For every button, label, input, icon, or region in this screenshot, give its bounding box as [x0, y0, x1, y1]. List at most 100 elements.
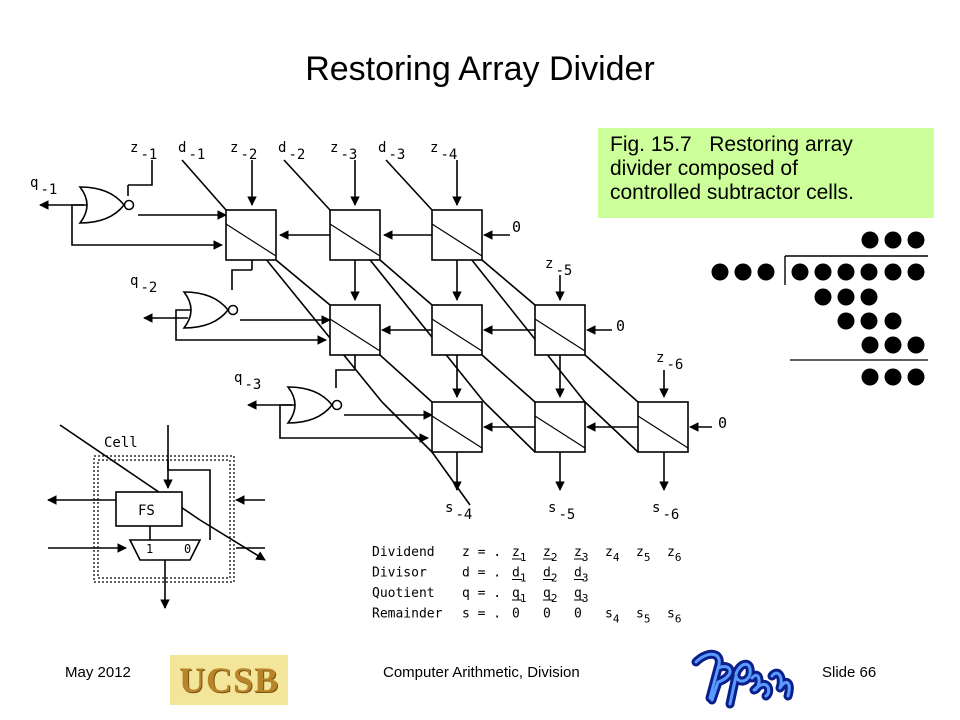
zero-input-2: 0 — [616, 317, 625, 335]
legend-row-4-value-5: s5 — [636, 607, 650, 626]
legend-value-sub: 2 — [551, 551, 558, 564]
remainder-output-label-2: s-5 — [548, 500, 575, 523]
dividend-dot — [907, 263, 925, 281]
partial-remainder-dot — [884, 336, 902, 354]
subtractor-cell-r2c3 — [534, 304, 586, 356]
partial-remainder-dot — [860, 312, 878, 330]
top-input-label-5: z-3 — [330, 140, 357, 163]
legend-value-base: d — [543, 566, 551, 581]
top-input-label-1-base: z — [130, 140, 138, 156]
remainder-output-label-2-base: s — [548, 500, 556, 516]
legend-value-base: 0 — [512, 607, 520, 622]
legend-value-sub: 4 — [613, 613, 620, 626]
dividend-dot — [837, 263, 855, 281]
legend-row-1-value-5: z5 — [636, 545, 650, 564]
zero-input-1: 0 — [512, 218, 521, 236]
caption-line-2: divider composed of — [610, 157, 798, 180]
top-input-label-6-base: d — [378, 140, 386, 156]
top-input-label-2: d-1 — [178, 140, 205, 163]
partial-remainder-dot — [837, 288, 855, 306]
top-input-label-5-base: z — [330, 140, 338, 156]
top-input-label-4-base: d — [278, 140, 286, 156]
caption-line-1: Fig. 15.7 Restoring array — [610, 133, 928, 157]
ucsb-logo-text: UCSB — [178, 660, 280, 700]
nor-gate-1 — [78, 186, 126, 224]
dividend-dot — [791, 263, 809, 281]
top-input-label-4: d-2 — [278, 140, 305, 163]
nor-gate-1-bubble — [123, 199, 135, 211]
divisor-dot — [734, 263, 752, 281]
remainder-output-label-3-base: s — [652, 500, 660, 516]
top-input-label-7: z-4 — [430, 140, 457, 163]
quotient-output-label-1-sub: -1 — [40, 182, 57, 198]
legend-value-sub: 1 — [520, 551, 527, 564]
legend-value-sub: 4 — [613, 551, 620, 564]
divisor-dot — [757, 263, 775, 281]
legend-value-base: q — [512, 586, 520, 601]
legend-row-2-name: Divisor — [372, 566, 427, 581]
carry-diag — [275, 259, 331, 306]
legend-value-sub: 6 — [675, 613, 682, 626]
dividend-dot — [860, 263, 878, 281]
legend-row-4-name: Remainder — [372, 607, 443, 622]
quotient-output-label-2: q-2 — [130, 273, 157, 296]
legend-row-3-value-1: q1 — [512, 586, 526, 605]
select-wire-2 — [175, 309, 327, 345]
top-input-label-1-sub: -1 — [140, 147, 157, 163]
carry-diag — [481, 259, 536, 306]
top-input-label-3-base: z — [230, 140, 238, 156]
legend-row-4-value-6: s6 — [667, 607, 681, 626]
top-input-label-2-base: d — [178, 140, 186, 156]
remainder-output-label-3-sub: -6 — [662, 507, 679, 523]
dividend-dot — [884, 263, 902, 281]
full-subtractor-label: FS — [138, 503, 155, 519]
legend-row-1-value-2: z2 — [543, 545, 557, 564]
legend-value-sub: 3 — [582, 551, 589, 564]
subtractor-cell-r1c2 — [329, 209, 381, 261]
mux-one-label: 1 — [146, 542, 153, 556]
legend-row-4-value-3: 0 — [574, 607, 582, 622]
top-input-label-5-sub: -3 — [340, 147, 357, 163]
legend-value-base: z — [667, 545, 675, 560]
legend-row-1-value-6: z6 — [667, 545, 681, 564]
cell-divider-line — [329, 318, 381, 352]
nor-gate-2-bubble — [227, 304, 239, 316]
legend-row-2-value-3: d3 — [574, 566, 588, 585]
cell-divider-line — [225, 223, 277, 257]
quotient-output-label-1: q-1 — [30, 175, 57, 198]
legend-value-sub: 2 — [551, 572, 558, 585]
quotient-output-label-1-base: q — [30, 175, 38, 191]
legend-value-sub: 3 — [582, 572, 589, 585]
quotient-output-label-2-base: q — [130, 273, 138, 289]
cell-divider-line — [431, 223, 483, 257]
carry-diag — [584, 354, 639, 403]
legend-row-3-value-3: q3 — [574, 586, 588, 605]
legend-row-1-value-1: z1 — [512, 545, 526, 564]
subtractor-cell-r2c1 — [329, 304, 381, 356]
dividend-dot — [814, 263, 832, 281]
partial-remainder-dot — [814, 288, 832, 306]
nor-gate-3-bubble — [331, 399, 343, 411]
partial-remainder-dot — [884, 312, 902, 330]
quotient-dot — [884, 231, 902, 249]
legend-row-4-value-1: 0 — [512, 607, 520, 622]
ucsb-logo: UCSB — [170, 655, 288, 705]
z-1-input-wire — [128, 160, 153, 186]
legend-row-1-eq: z = . — [462, 545, 501, 560]
quotient-dot — [861, 231, 879, 249]
partial-remainder-dot — [861, 336, 879, 354]
cell-divider-line — [431, 318, 483, 352]
legend-value-base: z — [636, 545, 644, 560]
nor-gate-3 — [286, 386, 334, 424]
cell-detail-border-outer — [93, 455, 235, 583]
partial-remainder-dot — [907, 336, 925, 354]
side-input-label-2: z-6 — [656, 350, 683, 373]
d-1-diag — [181, 159, 227, 211]
legend-row-4-value-4: s4 — [605, 607, 620, 626]
legend-row-4-value-2: 0 — [543, 607, 551, 622]
remainder-output-label-1: s-4 — [445, 500, 472, 523]
cell-divider-line — [534, 318, 586, 352]
cell-detail-label: Cell — [104, 435, 138, 451]
legend-row-3-eq: q = . — [462, 586, 501, 601]
side-input-label-2-base: z — [656, 350, 664, 366]
